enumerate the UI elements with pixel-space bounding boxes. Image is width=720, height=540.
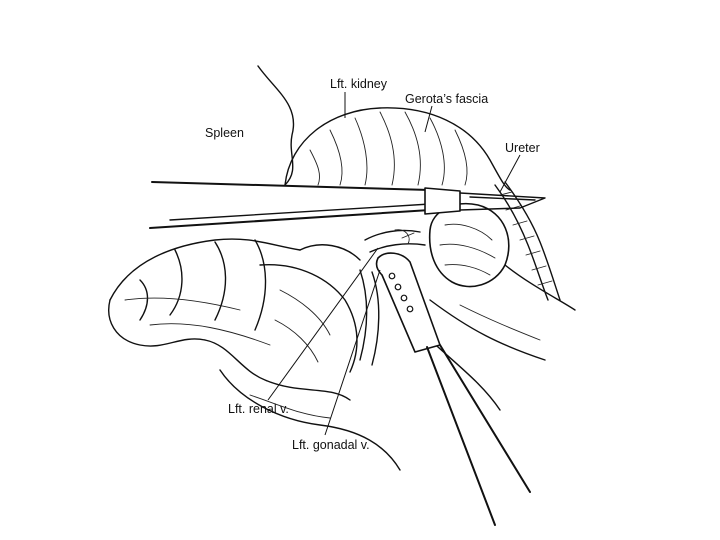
labels: Spleen Lft. kidney Gerota’s fascia Urete… — [205, 77, 540, 452]
label-left-kidney: Lft. kidney — [330, 77, 388, 91]
ureter-drawing — [419, 181, 576, 411]
label-spleen: Spleen — [205, 126, 244, 140]
suction-instrument — [375, 252, 531, 526]
leader-lines — [267, 92, 521, 436]
kidney-drawing — [257, 65, 511, 191]
label-ureter: Ureter — [505, 141, 540, 155]
bowel-drawing — [108, 238, 401, 471]
vessel-drawing — [359, 229, 426, 366]
label-left-renal-vein: Lft. renal v. — [228, 402, 289, 416]
label-gerotas-fascia: Gerota’s fascia — [405, 92, 488, 106]
grasper-instrument — [149, 181, 546, 229]
label-left-gonadal-vein: Lft. gonadal v. — [292, 438, 370, 452]
